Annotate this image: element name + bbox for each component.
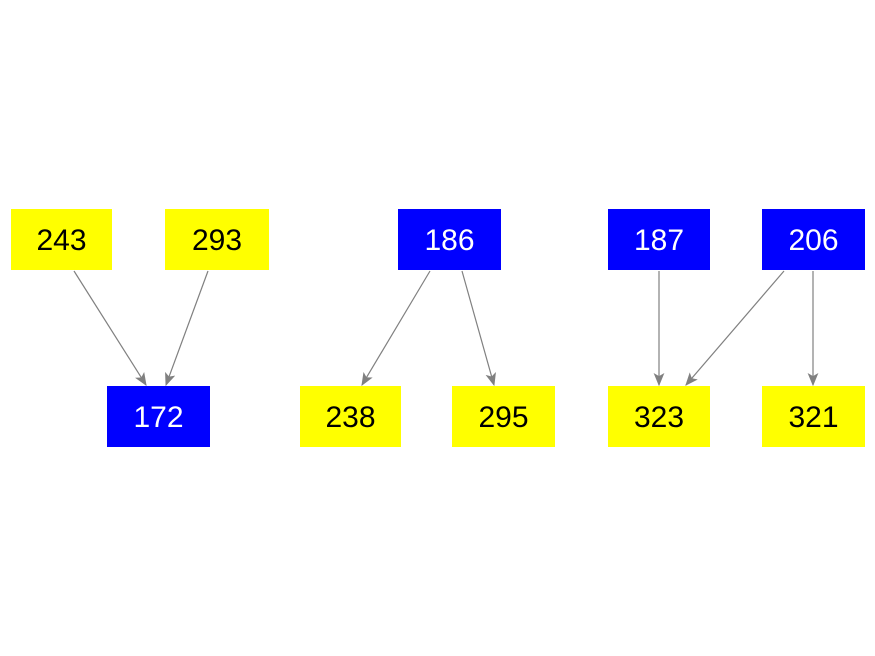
graph-node-206[interactable]: 206 (762, 209, 865, 270)
graph-node-323[interactable]: 323 (608, 386, 710, 447)
graph-node-172[interactable]: 172 (107, 386, 210, 447)
graph-node-321[interactable]: 321 (762, 386, 865, 447)
graph-edge-n293-to-n172 (165, 270, 209, 387)
graph-node-label: 187 (633, 223, 685, 257)
graph-node-label: 243 (36, 223, 87, 257)
graph-node-label: 293 (191, 223, 243, 257)
graph-edge-n243-to-n172 (73, 270, 147, 387)
edges-group (73, 270, 819, 387)
graph-node-243[interactable]: 243 (11, 209, 112, 270)
graph-node-label: 238 (325, 400, 376, 434)
graph-node-label: 186 (424, 223, 475, 257)
graph-node-295[interactable]: 295 (452, 386, 555, 447)
graph-node-label: 172 (133, 400, 184, 434)
graph-edge-n186-to-n295 (461, 270, 496, 387)
graph-node-label: 206 (788, 223, 839, 257)
graph-node-label: 295 (478, 400, 529, 434)
graph-edge-n206-to-n323 (685, 270, 785, 386)
graph-node-187[interactable]: 187 (608, 209, 710, 270)
graph-node-label: 323 (633, 400, 685, 434)
graph-node-label: 321 (788, 400, 839, 434)
graph-node-293[interactable]: 293 (165, 209, 269, 270)
graph-edge-n186-to-n238 (361, 270, 431, 387)
graph-node-238[interactable]: 238 (300, 386, 401, 447)
graph-node-186[interactable]: 186 (398, 209, 501, 270)
